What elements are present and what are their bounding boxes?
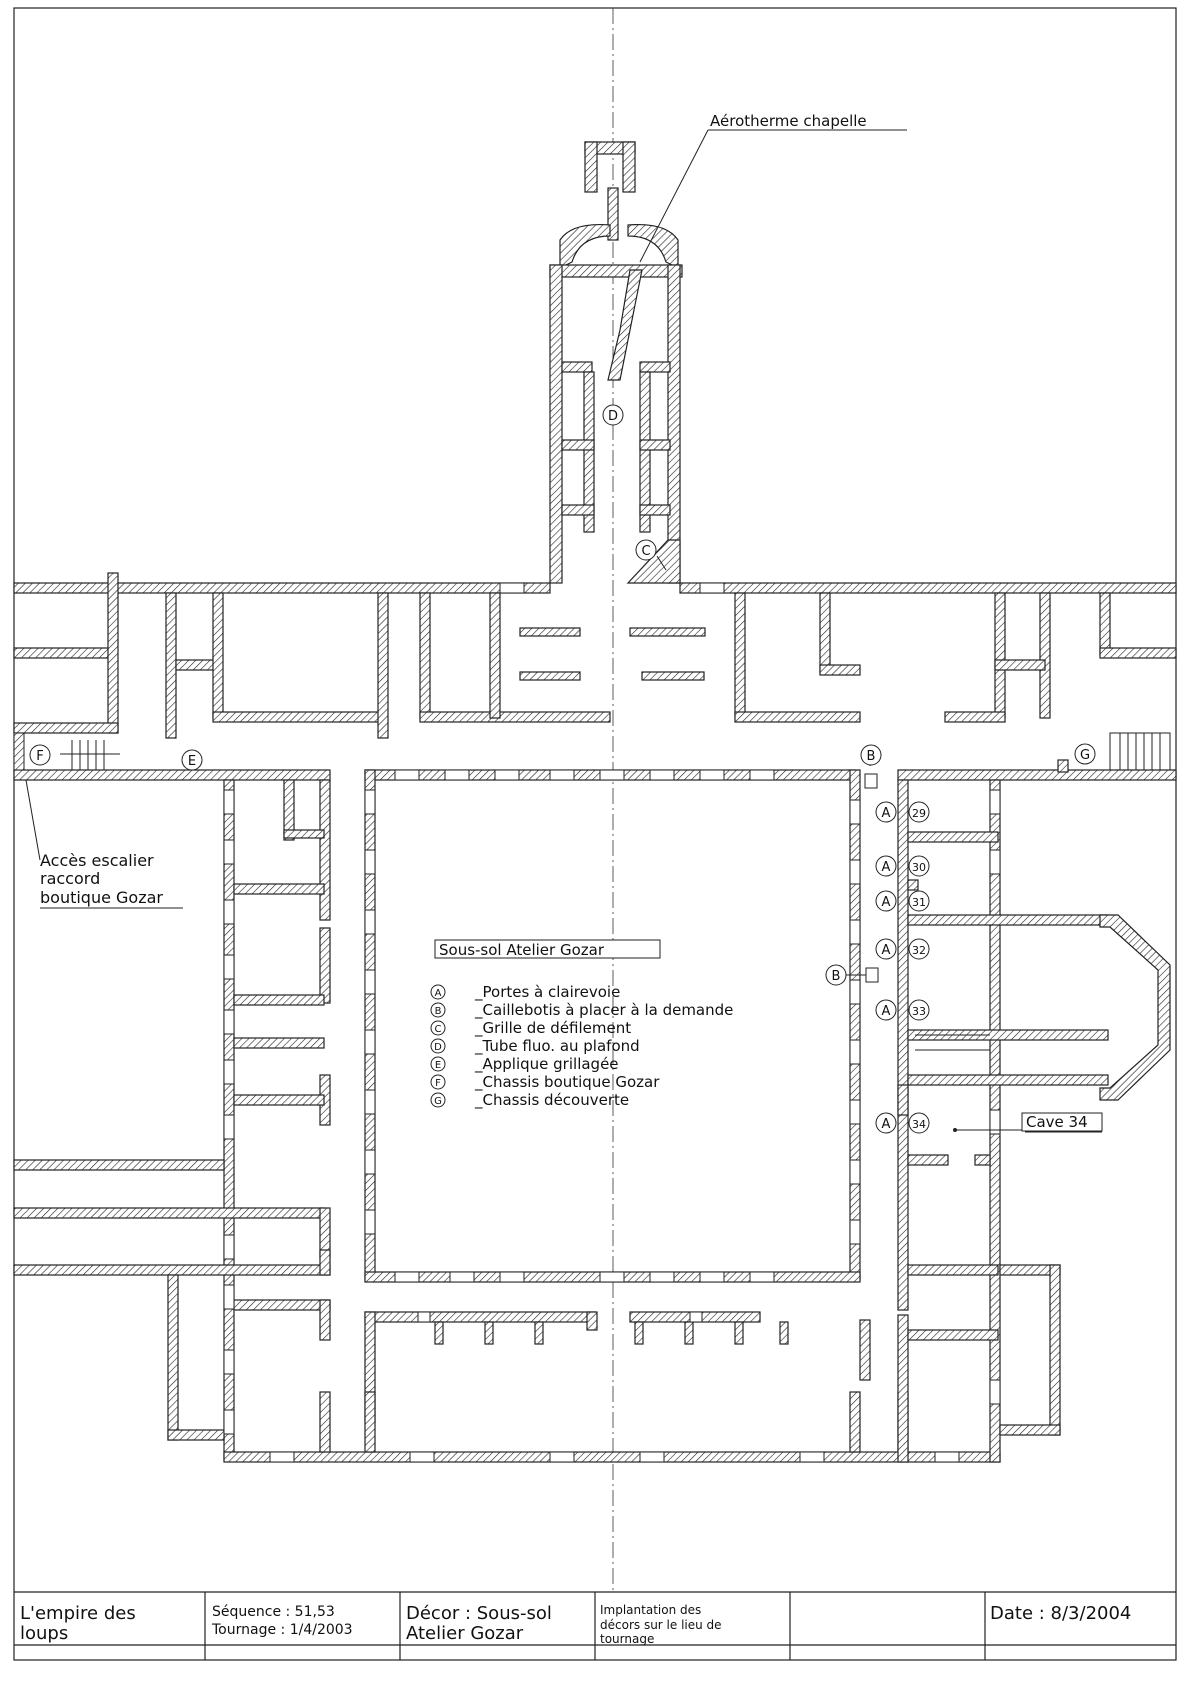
svg-text:_Chassis boutique Gozar: _Chassis boutique Gozar (474, 1073, 660, 1092)
marker-E: E (181, 749, 203, 771)
marker-A-34: A 34 (875, 1112, 930, 1134)
tb-implant-1: Implantation des (600, 1603, 701, 1617)
sheet-frame (13, 7, 1177, 1661)
marker-A-33: A 33 (875, 999, 930, 1021)
marker-D: D (602, 404, 624, 426)
svg-text:_Portes à clairevoie: _Portes à clairevoie (474, 983, 620, 1002)
legend-item: B _Caillebotis à placer à la demande (430, 1001, 733, 1020)
legend-item: A _Portes à clairevoie (430, 983, 620, 1002)
svg-text:_Grille de défilement: _Grille de défilement (474, 1019, 631, 1038)
walls (13, 141, 1177, 1463)
plan-markers: D C F E B G B A 29 (29, 404, 1096, 1134)
svg-text:D: D (434, 1042, 442, 1053)
stairs-left (13, 732, 120, 771)
svg-text:_Applique grillagée: _Applique grillagée (474, 1055, 619, 1074)
plan-title: Sous-sol Atelier Gozar (439, 941, 605, 959)
svg-text:E: E (435, 1060, 441, 1071)
svg-text:A: A (882, 806, 891, 821)
svg-text:34: 34 (912, 1118, 926, 1131)
legend: A _Portes à clairevoie B _Caillebotis à … (430, 983, 733, 1110)
caillebotis-box-mid (865, 967, 879, 983)
svg-text:33: 33 (912, 1005, 926, 1018)
svg-text:_Tube fluo. au plafond: _Tube fluo. au plafond (474, 1037, 640, 1056)
marker-B-top: B (860, 744, 882, 766)
svg-text:_Chassis découverte: _Chassis découverte (474, 1091, 629, 1110)
label-acces-1: Accès escalier (40, 851, 154, 870)
svg-text:A: A (882, 1004, 891, 1019)
title-block (14, 1591, 1176, 1660)
tb-decor-2: Atelier Gozar (406, 1623, 524, 1644)
cave-label-box (1021, 1112, 1103, 1132)
marker-B-mid: B (825, 964, 847, 986)
marker-C: C (635, 539, 657, 561)
svg-text:D: D (608, 409, 618, 424)
svg-text:_Caillebotis à placer à la dem: _Caillebotis à placer à la demande (474, 1001, 733, 1020)
svg-text:G: G (434, 1096, 442, 1107)
tb-sequence: Séquence : 51,53 (212, 1604, 335, 1620)
marker-G: G (1074, 743, 1096, 765)
svg-text:G: G (1080, 748, 1090, 763)
svg-text:31: 31 (912, 896, 926, 909)
cave-label: Cave 34 (1026, 1113, 1088, 1131)
caillebotis-box-top (864, 773, 878, 789)
cave-pointer-dot (953, 1128, 957, 1132)
label-acces-3: boutique Gozar (40, 888, 163, 907)
legend-item: C _Grille de défilement (430, 1019, 631, 1038)
tb-implant-3: tournage (600, 1632, 654, 1646)
marker-A-30: A 30 (875, 855, 930, 877)
svg-text:E: E (188, 754, 196, 769)
tb-tournage: Tournage : 1/4/2003 (211, 1622, 353, 1638)
svg-text:A: A (882, 943, 891, 958)
marker-A-29: A 29 (875, 801, 930, 823)
svg-text:B: B (867, 749, 876, 764)
svg-text:A: A (882, 1117, 891, 1132)
tb-implant-2: décors sur le lieu de (600, 1618, 722, 1632)
tb-decor-1: Décor : Sous-sol (406, 1603, 552, 1624)
marker-A-32: A 32 (875, 938, 930, 960)
label-aerotherme: Aérotherme chapelle (710, 112, 867, 130)
legend-item: F _Chassis boutique Gozar (430, 1073, 660, 1092)
marker-A-31: A 31 (875, 890, 930, 912)
svg-text:A: A (435, 988, 442, 999)
svg-text:F: F (36, 749, 43, 764)
tb-film-1: L'empire des (20, 1603, 136, 1624)
svg-text:29: 29 (912, 807, 926, 820)
legend-item: E _Applique grillagée (430, 1055, 619, 1074)
window-symbols (223, 582, 1001, 1463)
legend-item: G _Chassis découverte (430, 1091, 629, 1110)
marker-F: F (29, 744, 51, 766)
svg-text:B: B (435, 1006, 442, 1017)
svg-text:F: F (435, 1078, 441, 1089)
stairs-right (1109, 732, 1171, 771)
svg-text:C: C (641, 544, 650, 559)
svg-text:C: C (435, 1024, 442, 1035)
legend-item: D _Tube fluo. au plafond (430, 1037, 640, 1056)
svg-text:B: B (832, 969, 841, 984)
svg-text:A: A (882, 860, 891, 875)
label-acces-2: raccord (40, 869, 100, 888)
plan-title-box (434, 939, 661, 959)
svg-text:32: 32 (912, 944, 926, 957)
svg-text:A: A (882, 895, 891, 910)
svg-text:30: 30 (912, 861, 926, 874)
tb-film-2: loups (20, 1623, 68, 1644)
tb-date: Date : 8/3/2004 (990, 1603, 1131, 1624)
